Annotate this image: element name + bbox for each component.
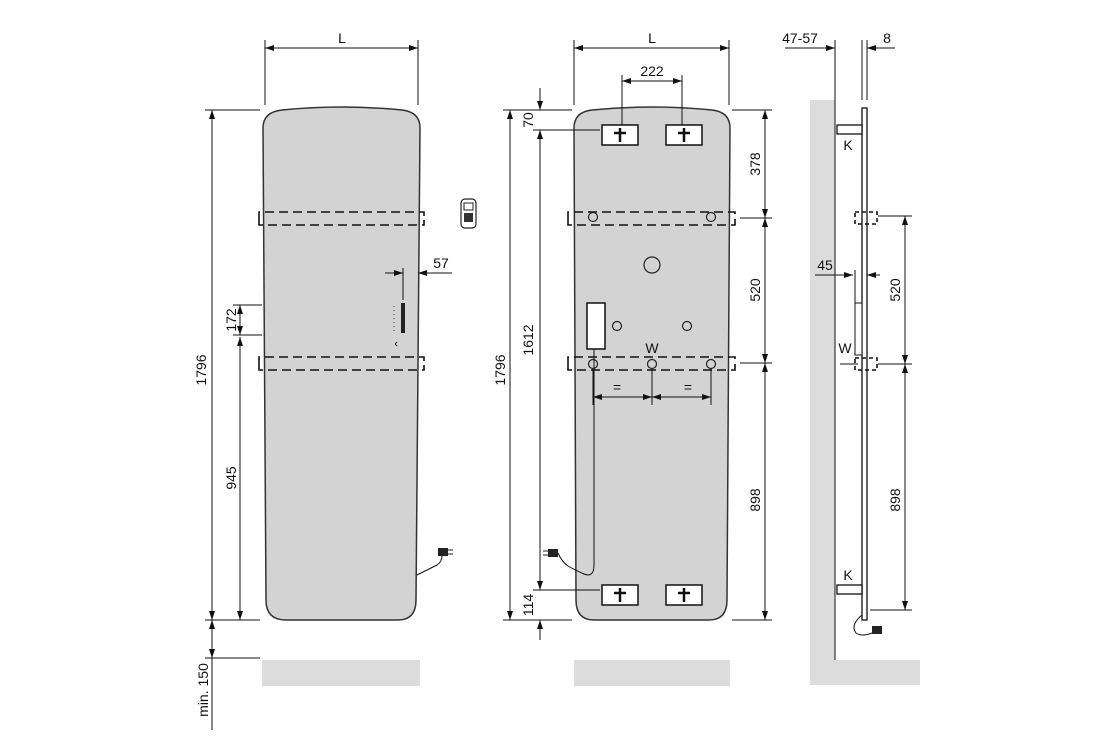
rear-height-dimension: 1796 [492,354,508,385]
front-width-label: L [338,30,346,46]
bottom-offset-dimension: 114 [520,594,536,617]
rear-width-label: L [648,30,656,46]
rail-bottom [258,356,425,371]
equal-left: = [613,379,621,395]
power-plug-icon [416,548,453,576]
wall-mount-label-rear: W [645,340,659,356]
rear-dim-bottom: 898 [747,488,763,512]
radiator-panel-front [262,106,421,621]
side-view: K K W 47-57 8 45 520 898 [782,30,920,685]
control-strip-icon [393,303,405,347]
bracket-top-label: K [843,137,853,153]
bracket-k-side [836,124,863,595]
control-gap-dimension: 172 [223,308,239,332]
bracket-k-icons [601,124,703,606]
radiator-panel-side [861,107,868,621]
rail-top [258,211,425,226]
rear-view: L 222 1796 1612 70 114 378 520 898 = = W [492,30,772,686]
bracket-bottom-label: K [843,567,853,583]
power-plug-icon-side [853,614,882,636]
mount-depth-dimension: 45 [817,257,833,273]
control-box-side [854,302,863,356]
power-cable [557,349,595,576]
equal-right: = [684,379,692,395]
floor-rear [574,660,730,686]
floor-front [262,660,420,686]
wall-distance-dimension: 47-57 [782,30,818,46]
wall-and-floor [810,100,920,685]
side-dim-bottom: 898 [887,488,903,512]
rear-dim-mid: 520 [747,278,763,302]
thickness-dimension: 8 [883,30,891,46]
mounting-holes [587,211,717,370]
rear-dim-top: 378 [747,152,763,176]
wall-mount-label-side: W [838,340,852,356]
bracket-height-dimension: 945 [223,466,239,490]
control-box [586,302,606,350]
side-dim-mid: 520 [887,278,903,302]
power-plug-icon-rear [543,549,558,557]
rail-side [840,211,878,371]
bracket-spacing-dimension: 222 [640,63,664,79]
top-offset-dimension: 70 [520,112,536,128]
front-height-dimension: 1796 [193,354,209,385]
inner-height-dimension: 1612 [520,324,536,355]
rail-top-rear [567,211,736,226]
front-view: L 1796 172 945 min. 150 57 [193,30,477,730]
control-offset-dimension: 57 [433,255,449,271]
floor-clearance-dimension: min. 150 [195,663,211,717]
remote-control-icon [460,198,477,229]
